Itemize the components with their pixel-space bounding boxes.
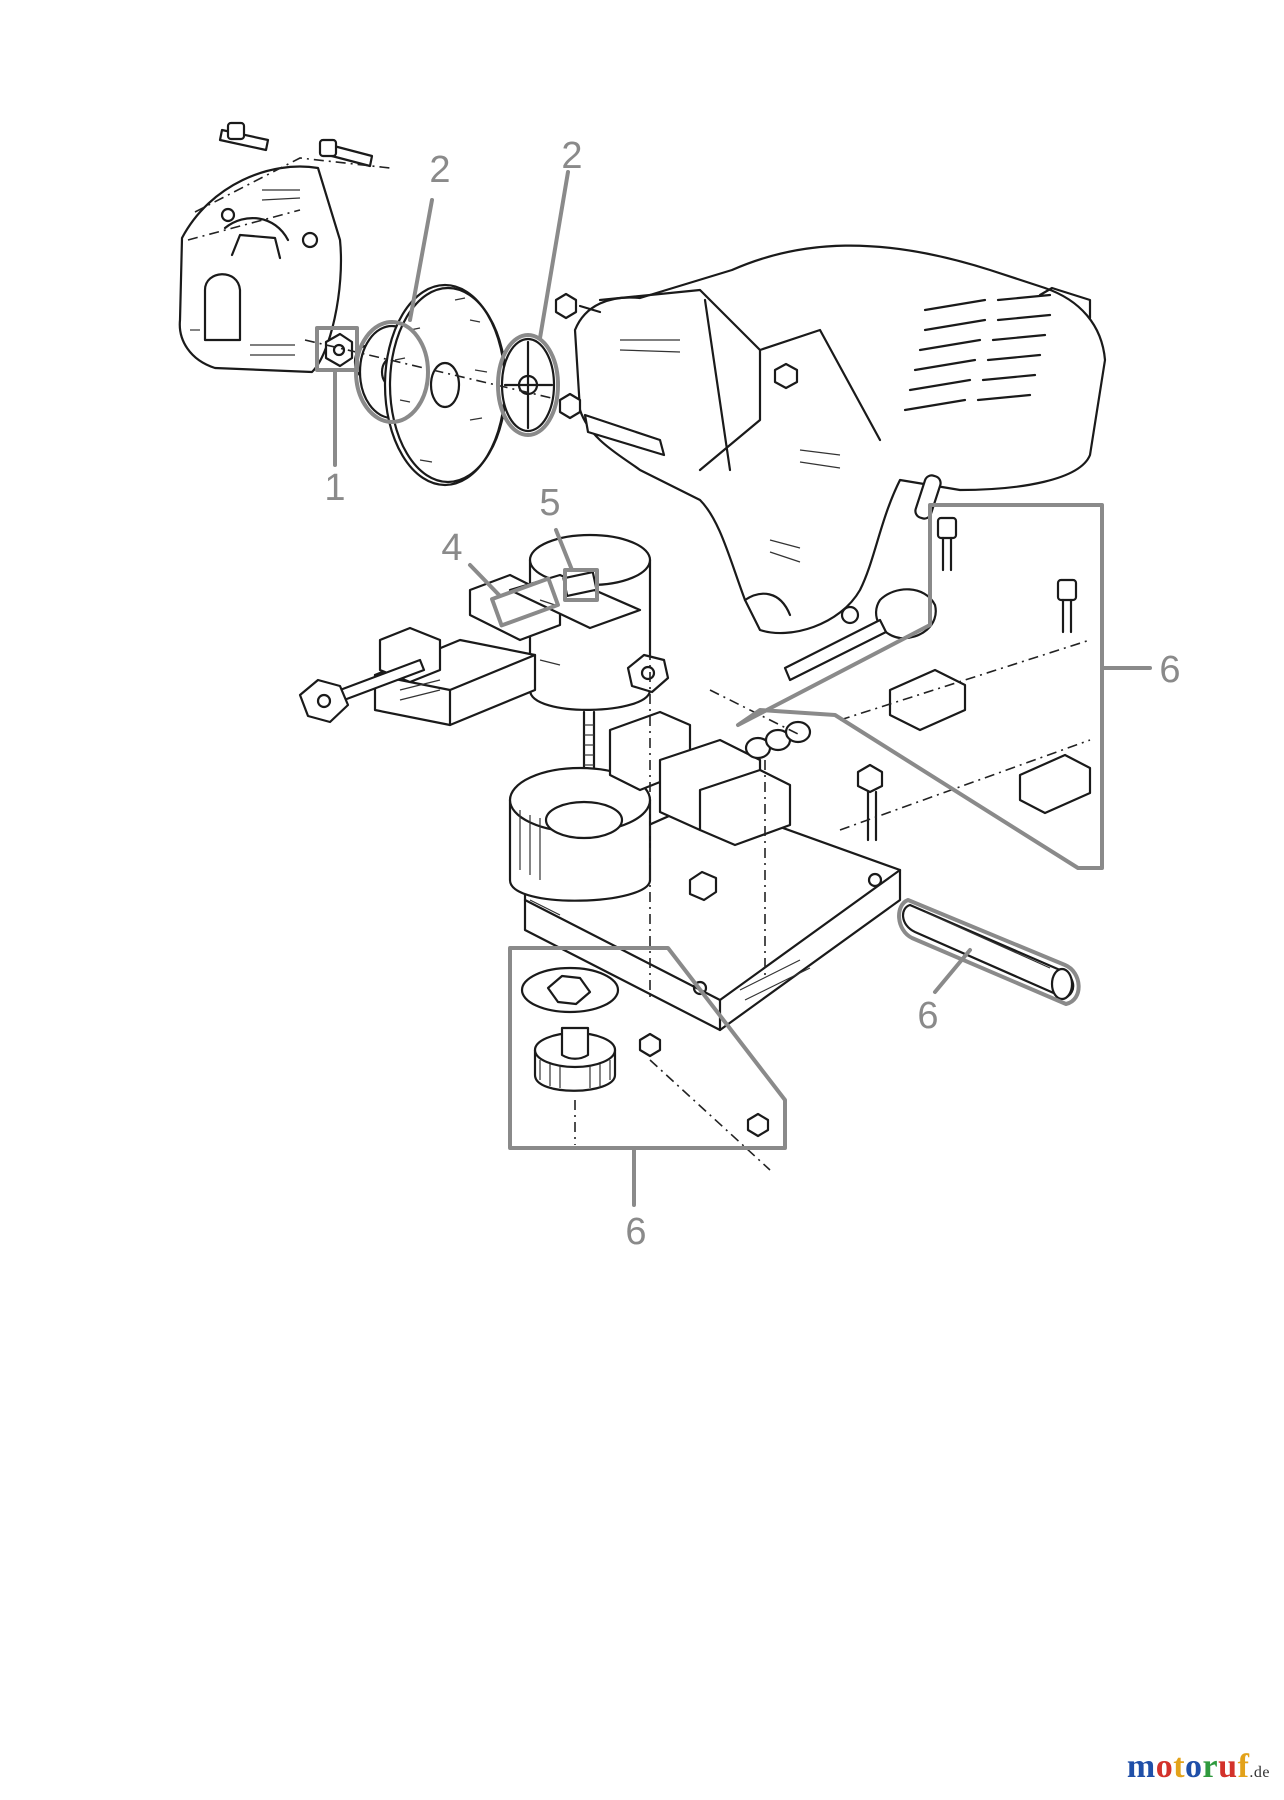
callout-4-box — [490, 576, 560, 628]
bottom-parts — [520, 966, 771, 1171]
logo-letter: r — [1202, 1748, 1219, 1785]
callout-2a-label: 2 — [429, 149, 450, 191]
callout-6-right-label: 6 — [1159, 649, 1180, 691]
callout-6-rod-outline — [897, 898, 1081, 1006]
motoruf-watermark-logo: motoruf.de — [1127, 1748, 1270, 1786]
cover-screws — [187, 121, 391, 241]
vise-clamp-assembly — [298, 533, 670, 792]
logo-letter: o — [1185, 1748, 1203, 1785]
logo-tld: .de — [1249, 1764, 1270, 1781]
right-side-parts — [783, 516, 1092, 831]
callout-5-box — [563, 568, 599, 602]
callout-2b-label: 2 — [561, 135, 582, 177]
callout-2b-ring — [496, 333, 560, 437]
callout-2a-ring — [354, 320, 430, 424]
base-plate — [508, 650, 902, 1032]
callout-5-label: 5 — [539, 482, 560, 524]
callout-6-bottom-box — [508, 946, 787, 1150]
callout-markers: 1 2 2 4 5 6 6 6 — [315, 135, 1181, 1253]
callout-6-rod-label: 6 — [917, 995, 938, 1037]
logo-letter: u — [1218, 1748, 1238, 1785]
logo-letter: m — [1126, 1748, 1156, 1785]
callout-6-right-box — [736, 503, 1104, 870]
callout-6-bottom-label: 6 — [625, 1211, 646, 1253]
grinding-wheel-assembly — [304, 283, 561, 487]
logo-letter: f — [1237, 1748, 1250, 1785]
callout-1-label: 1 — [324, 467, 345, 509]
guard-cover — [178, 165, 343, 374]
callout-4-label: 4 — [441, 527, 462, 569]
logo-letter: t — [1173, 1748, 1186, 1785]
motor-housing — [554, 244, 1107, 635]
logo-letter: o — [1155, 1748, 1174, 1785]
round-rod — [902, 903, 1075, 1001]
